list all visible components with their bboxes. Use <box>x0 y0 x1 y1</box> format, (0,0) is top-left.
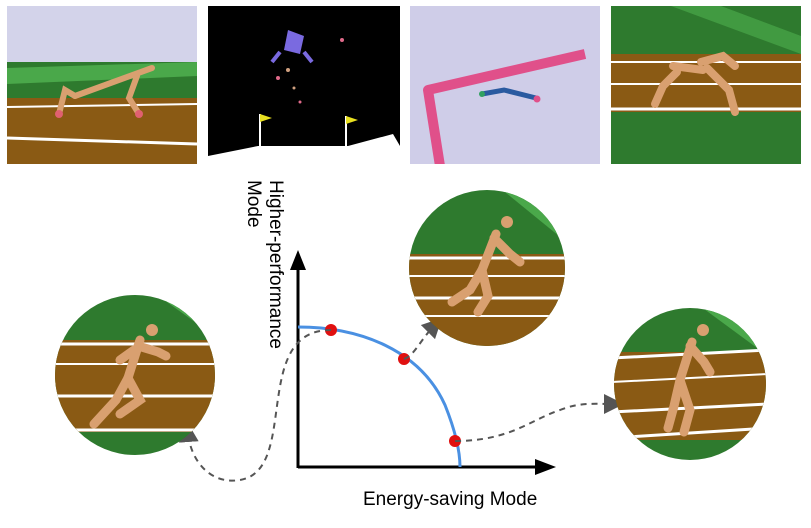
link-left <box>178 329 332 482</box>
snapshot-balanced <box>409 190 565 346</box>
y-axis-label-line2: Mode <box>243 180 264 228</box>
y-axis-label: Higher-performance Mode <box>242 180 286 349</box>
thumbnail-arena <box>410 6 600 164</box>
snapshot-energy-saving <box>614 308 766 460</box>
thumbnail-lander <box>208 6 400 164</box>
thumbnail-ant <box>611 6 801 164</box>
link-right <box>454 393 624 442</box>
ant-body <box>651 51 739 116</box>
x-axis-label: Energy-saving Mode <box>363 489 538 510</box>
pareto-curve <box>297 325 462 468</box>
y-axis-arrow <box>290 250 306 270</box>
x-axis-arrow <box>535 459 556 475</box>
snapshot-high-performance <box>55 295 215 455</box>
thumbnail-halfcheetah <box>7 6 197 164</box>
link-mid <box>403 317 443 360</box>
y-axis-label-line1: Higher-performance <box>265 180 286 349</box>
halfcheetah-body <box>56 65 155 117</box>
